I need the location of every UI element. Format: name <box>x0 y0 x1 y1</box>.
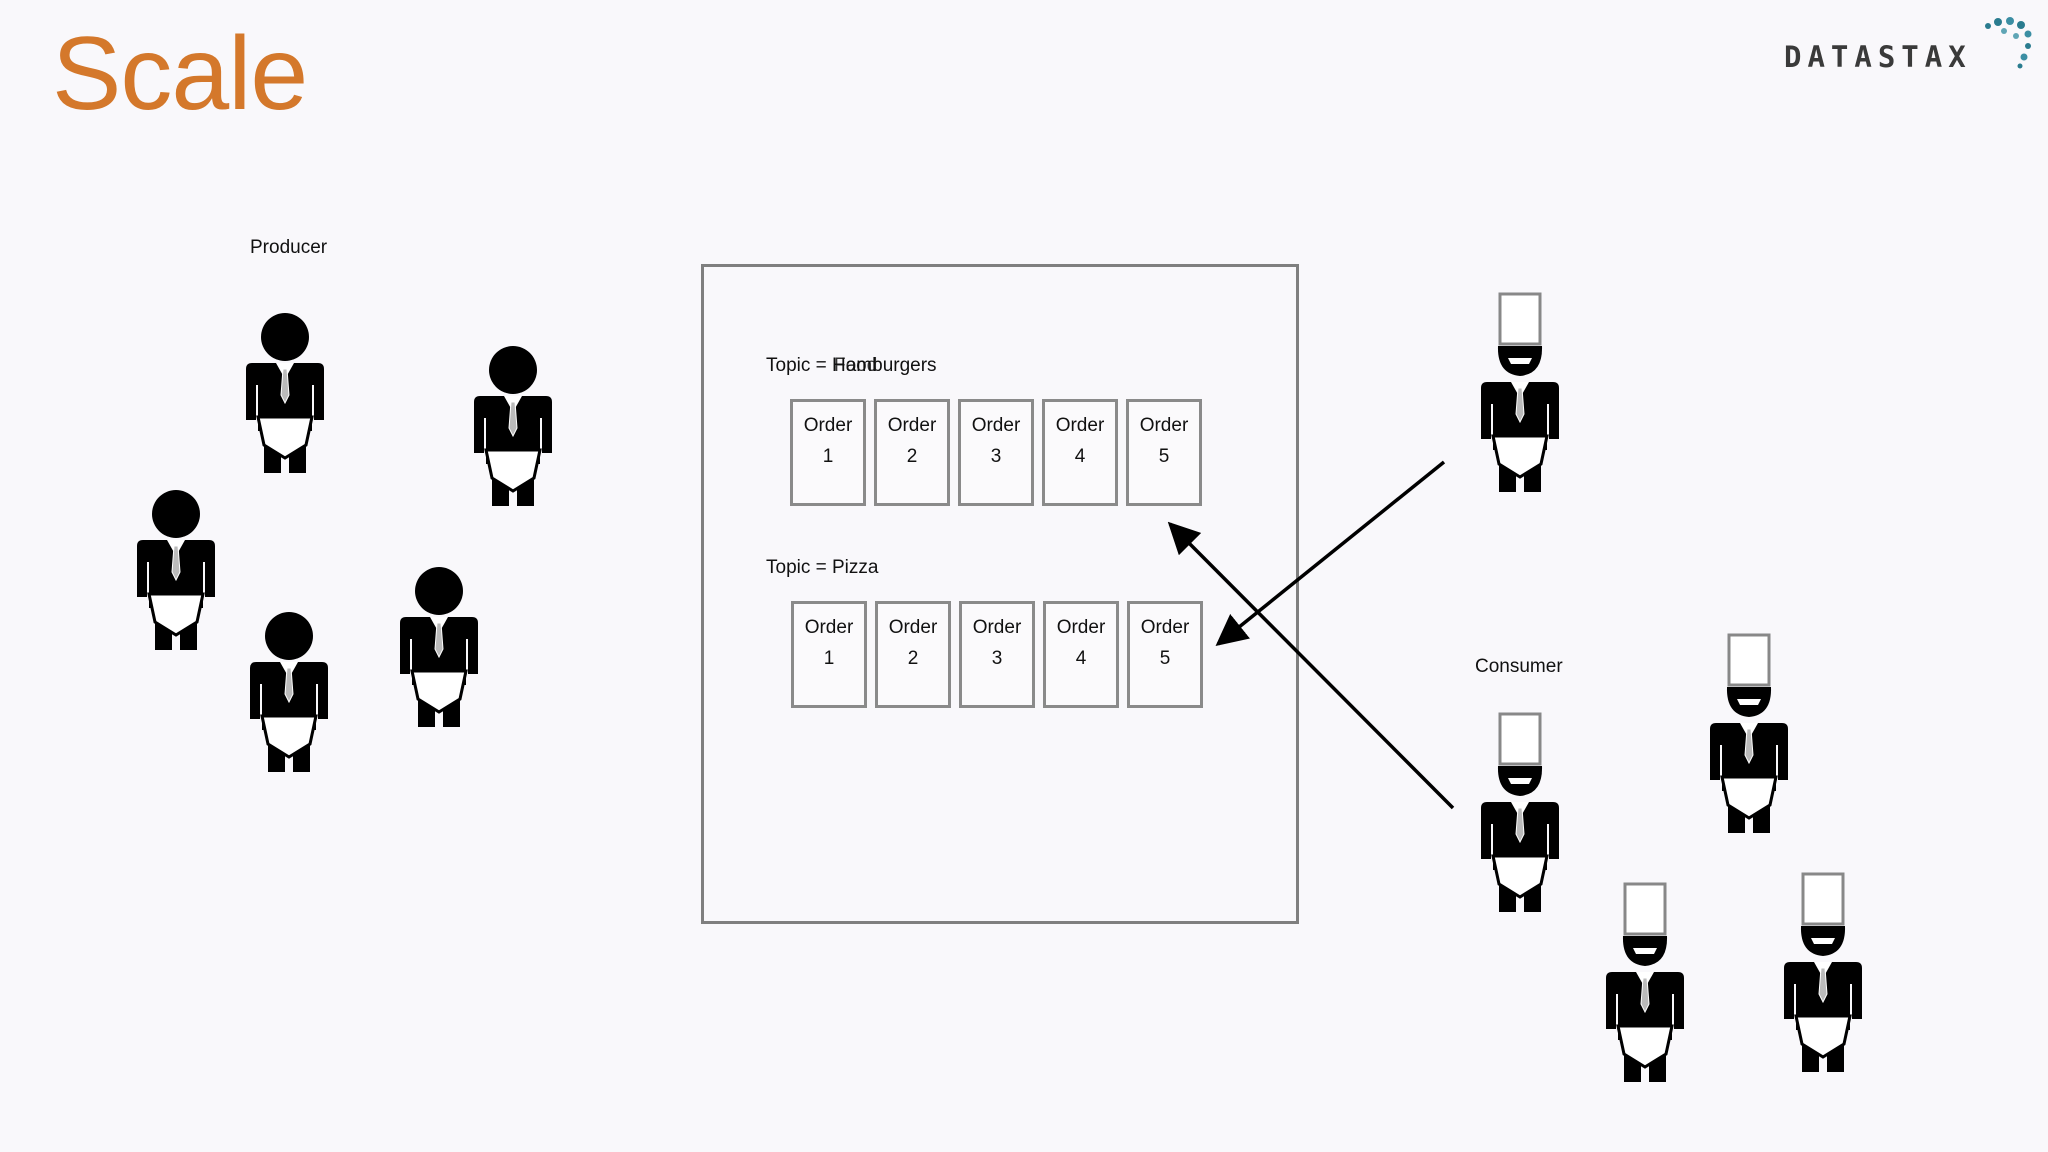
order-card: Order 4 <box>1043 601 1119 708</box>
producer-waiter-icon <box>400 567 478 727</box>
pizza-orders: Order 1 Order 2 Order 3 Order 4 Order 5 <box>791 601 1203 708</box>
consumer-chef-icon <box>1481 712 1559 912</box>
order-card: Order 2 <box>875 601 951 708</box>
hamburgers-orders: Order 1 Order 2 Order 3 Order 4 Order 5 <box>790 399 1202 506</box>
slide-title: Scale <box>52 16 308 132</box>
order-number: 3 <box>990 446 1002 467</box>
order-number: 5 <box>1159 648 1171 669</box>
producer-waiter-icon <box>474 346 552 506</box>
order-card: Order 5 <box>1127 601 1203 708</box>
order-label: Order <box>1140 617 1190 638</box>
order-number: 3 <box>991 648 1003 669</box>
order-card: Order 1 <box>791 601 867 708</box>
order-card: Order 3 <box>958 399 1034 506</box>
topic-hamburgers-label: Topic = Hamburgers <box>766 355 937 376</box>
producer-waiter-icon <box>250 612 328 772</box>
producer-waiter-icon <box>137 490 215 650</box>
order-card: Order 1 <box>790 399 866 506</box>
order-label: Order <box>972 617 1022 638</box>
order-label: Order <box>887 415 937 436</box>
broker-box: Topic = Hamburgers Food Order 1 Order 2 Or… <box>701 264 1299 924</box>
consumer-label: Consumer <box>1475 656 1563 677</box>
order-number: 1 <box>823 648 835 669</box>
order-number: 1 <box>822 446 834 467</box>
order-label: Order <box>804 617 854 638</box>
topic-food-overlay-label: Food <box>834 355 878 376</box>
order-number: 4 <box>1075 648 1087 669</box>
order-label: Order <box>1055 415 1105 436</box>
order-number: 2 <box>906 446 918 467</box>
order-label: Order <box>803 415 853 436</box>
consumer-chef-icon <box>1606 882 1684 1082</box>
consumer-chef-icon <box>1710 633 1788 833</box>
producer-waiter-icon <box>246 313 324 473</box>
order-card: Order 2 <box>874 399 950 506</box>
order-card: Order 3 <box>959 601 1035 708</box>
order-card: Order 5 <box>1126 399 1202 506</box>
logo-dots-icon <box>1985 17 2032 69</box>
consumer-chef-icon <box>1481 292 1559 492</box>
consumer-chef-icon <box>1784 872 1862 1072</box>
order-label: Order <box>888 617 938 638</box>
datastax-logo: DATASTAX <box>1778 14 2038 78</box>
producer-label: Producer <box>250 237 328 258</box>
order-label: Order <box>971 415 1021 436</box>
order-label: Order <box>1139 415 1189 436</box>
order-number: 2 <box>907 648 919 669</box>
logo-text: DATASTAX <box>1784 40 1972 74</box>
topic-pizza-label: Topic = Pizza <box>766 557 879 578</box>
order-number: 5 <box>1158 446 1170 467</box>
order-card: Order 4 <box>1042 399 1118 506</box>
order-label: Order <box>1056 617 1106 638</box>
order-number: 4 <box>1074 446 1086 467</box>
